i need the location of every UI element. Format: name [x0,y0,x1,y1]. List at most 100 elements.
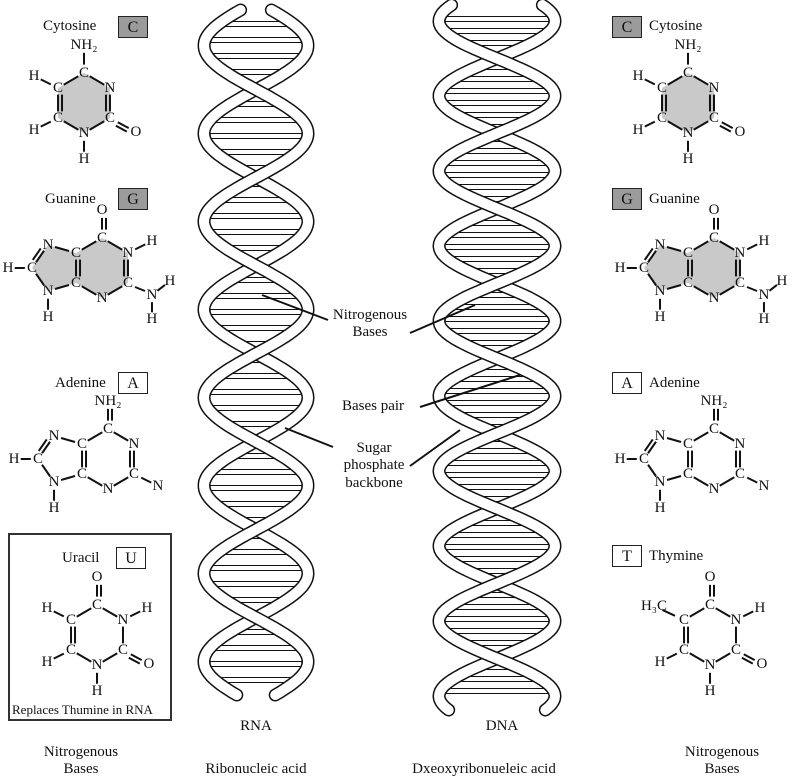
ring-shading [662,73,714,133]
bond [53,652,65,660]
base-pair-rung [215,469,297,475]
atom-label: O [144,656,155,672]
base-pair-rung [213,581,299,587]
dna-short-label: DNA [485,718,519,734]
right-adenine-label: Adenine [649,375,700,391]
bond [107,285,123,296]
dna-long-label: Dxeoxyribonueleic acid [412,761,556,777]
nitrogenous-bases-annotation: Nitrogenous Bases [332,307,408,342]
left-guanine-code-box: G [118,188,148,210]
sugar-phosphate-backbone-annotation: Sugar phosphate backbone [343,440,405,492]
atom-label: N [147,287,158,303]
bond [35,250,45,263]
base-pair-rung [210,565,302,571]
base-pair-rung [445,688,549,694]
atom-label: H [759,311,770,327]
atom-label: H [42,654,53,670]
bond [666,284,682,290]
base-pair-rung [445,88,549,94]
atom-label: H [3,260,14,276]
atom-label: C [679,612,689,628]
bond [63,120,79,131]
base-pair-rung [224,549,288,555]
ring-shading [32,245,77,291]
leader-backbone-dna [409,429,461,467]
atom-label: C [71,245,81,261]
bond [746,243,758,251]
right-cytosine-label: Cytosine [649,18,703,34]
base-pair-rung [458,676,536,682]
atom-label: N [655,428,666,444]
atom-label: C [731,642,741,658]
base-pair-rung [449,328,545,334]
bond [689,607,705,618]
atom-label: C [683,65,693,81]
atom-label: N [709,80,720,96]
atom-label: NH₂ [71,37,98,53]
base-pair-rung [224,373,288,379]
bond [140,476,152,484]
bond [667,120,683,131]
bond [156,284,166,292]
left-cytosine-code-box: C [118,16,148,38]
atom-label: H [633,122,644,138]
bond [134,243,146,251]
bond [746,286,758,292]
atom-label: N [655,237,666,253]
bond [102,607,118,618]
atom-label: H [683,151,694,167]
atom-label: C [683,436,693,452]
atom-label: H [42,600,53,616]
atom-label: H [655,309,666,325]
base-pair-rung [458,76,536,82]
base-pair-rung [215,293,297,299]
atom-label: H₃C [641,598,667,614]
uracil-highlight-frame [8,533,172,721]
atom-label: C [123,275,133,291]
bond [63,75,79,86]
base-pair-rung [209,133,303,139]
bond [667,75,683,86]
atom-label: N [49,428,60,444]
atom-label: NH₂ [675,37,702,53]
atom-label: C [97,230,107,246]
bond [666,437,682,443]
left-cytosine-label: Cytosine [43,18,97,34]
bond [661,609,676,617]
bond [721,121,734,129]
atom-label: C [66,642,76,658]
bond [719,285,735,296]
bond [768,284,778,292]
base-pair-rung [450,232,544,238]
base-pair-rung [210,389,302,395]
atom-label: O [709,202,720,218]
atom-label: H [49,500,60,516]
atom-label: O [131,124,142,140]
atom-label: H [147,311,158,327]
atom-label: N [655,283,666,299]
bond [128,656,141,665]
bond [102,652,118,663]
bond [746,476,758,484]
atom-label: C [27,260,37,276]
bond [647,250,657,263]
base-pair-rung [449,28,545,34]
base-pair-rung [444,316,550,322]
bond [113,431,129,442]
bond [643,247,654,261]
bond [715,652,731,663]
atom-label: N [97,290,108,306]
bond [693,75,709,86]
base-pair-rung [457,484,537,490]
bond [647,273,657,286]
left-uracil-label: Uracil [62,550,100,566]
dna-helix-backbone-fill-2 [434,0,560,715]
atom-label: C [77,436,87,452]
atom-label: N [683,125,694,141]
atom-label: C [103,421,113,437]
base-pair-rung [452,556,542,562]
